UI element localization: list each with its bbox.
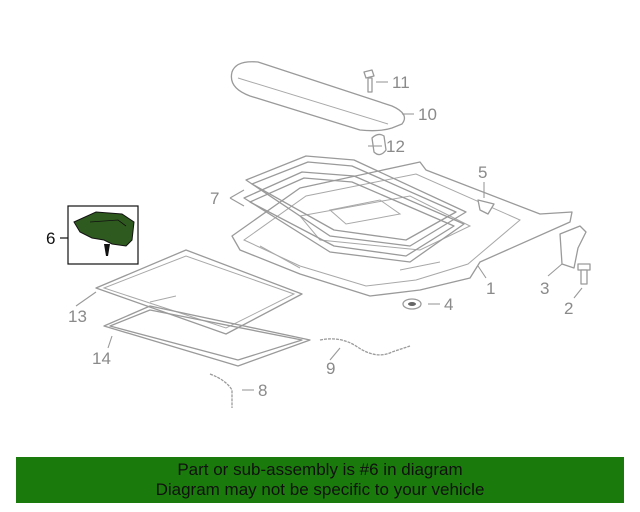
callout-14: 14 xyxy=(92,349,111,368)
callout-10: 10 xyxy=(418,105,437,124)
part-5-clip[interactable] xyxy=(477,199,495,215)
banner-line-1: Part or sub-assembly is #6 in diagram xyxy=(177,460,463,479)
leader-lines xyxy=(60,81,583,391)
part-6-motor-assembly-highlight[interactable] xyxy=(67,205,139,265)
part-3-trim-piece[interactable] xyxy=(559,225,587,269)
callout-9: 9 xyxy=(326,359,335,378)
callout-8: 8 xyxy=(258,381,267,400)
callout-5: 5 xyxy=(478,163,487,182)
callout-6: 6 xyxy=(46,229,55,248)
part-11-bolt[interactable] xyxy=(363,69,375,93)
banner-line-2: Diagram may not be specific to your vehi… xyxy=(155,480,485,499)
callout-12: 12 xyxy=(386,137,405,156)
part-10-glass-panel[interactable] xyxy=(230,61,406,132)
part-7-seal-set[interactable] xyxy=(243,155,467,263)
callout-labels: 11 10 12 5 7 1 3 2 4 13 14 9 8 6 xyxy=(46,73,573,400)
callout-1: 1 xyxy=(486,279,495,298)
callout-11: 11 xyxy=(392,73,410,92)
part-4-grommet[interactable] xyxy=(402,298,422,310)
callout-7: 7 xyxy=(210,189,219,208)
callout-3: 3 xyxy=(540,279,549,298)
part-2-screw[interactable] xyxy=(577,263,591,285)
callout-13: 13 xyxy=(68,307,87,326)
part-12-bracket[interactable] xyxy=(371,133,387,156)
info-banner: Part or sub-assembly is #6 in diagram Di… xyxy=(16,457,624,503)
callout-2: 2 xyxy=(564,299,573,318)
part-9-drain-hose[interactable] xyxy=(319,338,411,356)
part-8-drain-hose[interactable] xyxy=(209,373,233,408)
part-1-frame[interactable] xyxy=(231,161,573,297)
part-13-sunshade[interactable] xyxy=(95,249,303,335)
callout-4: 4 xyxy=(444,295,453,314)
part-14-liner[interactable] xyxy=(103,305,311,367)
